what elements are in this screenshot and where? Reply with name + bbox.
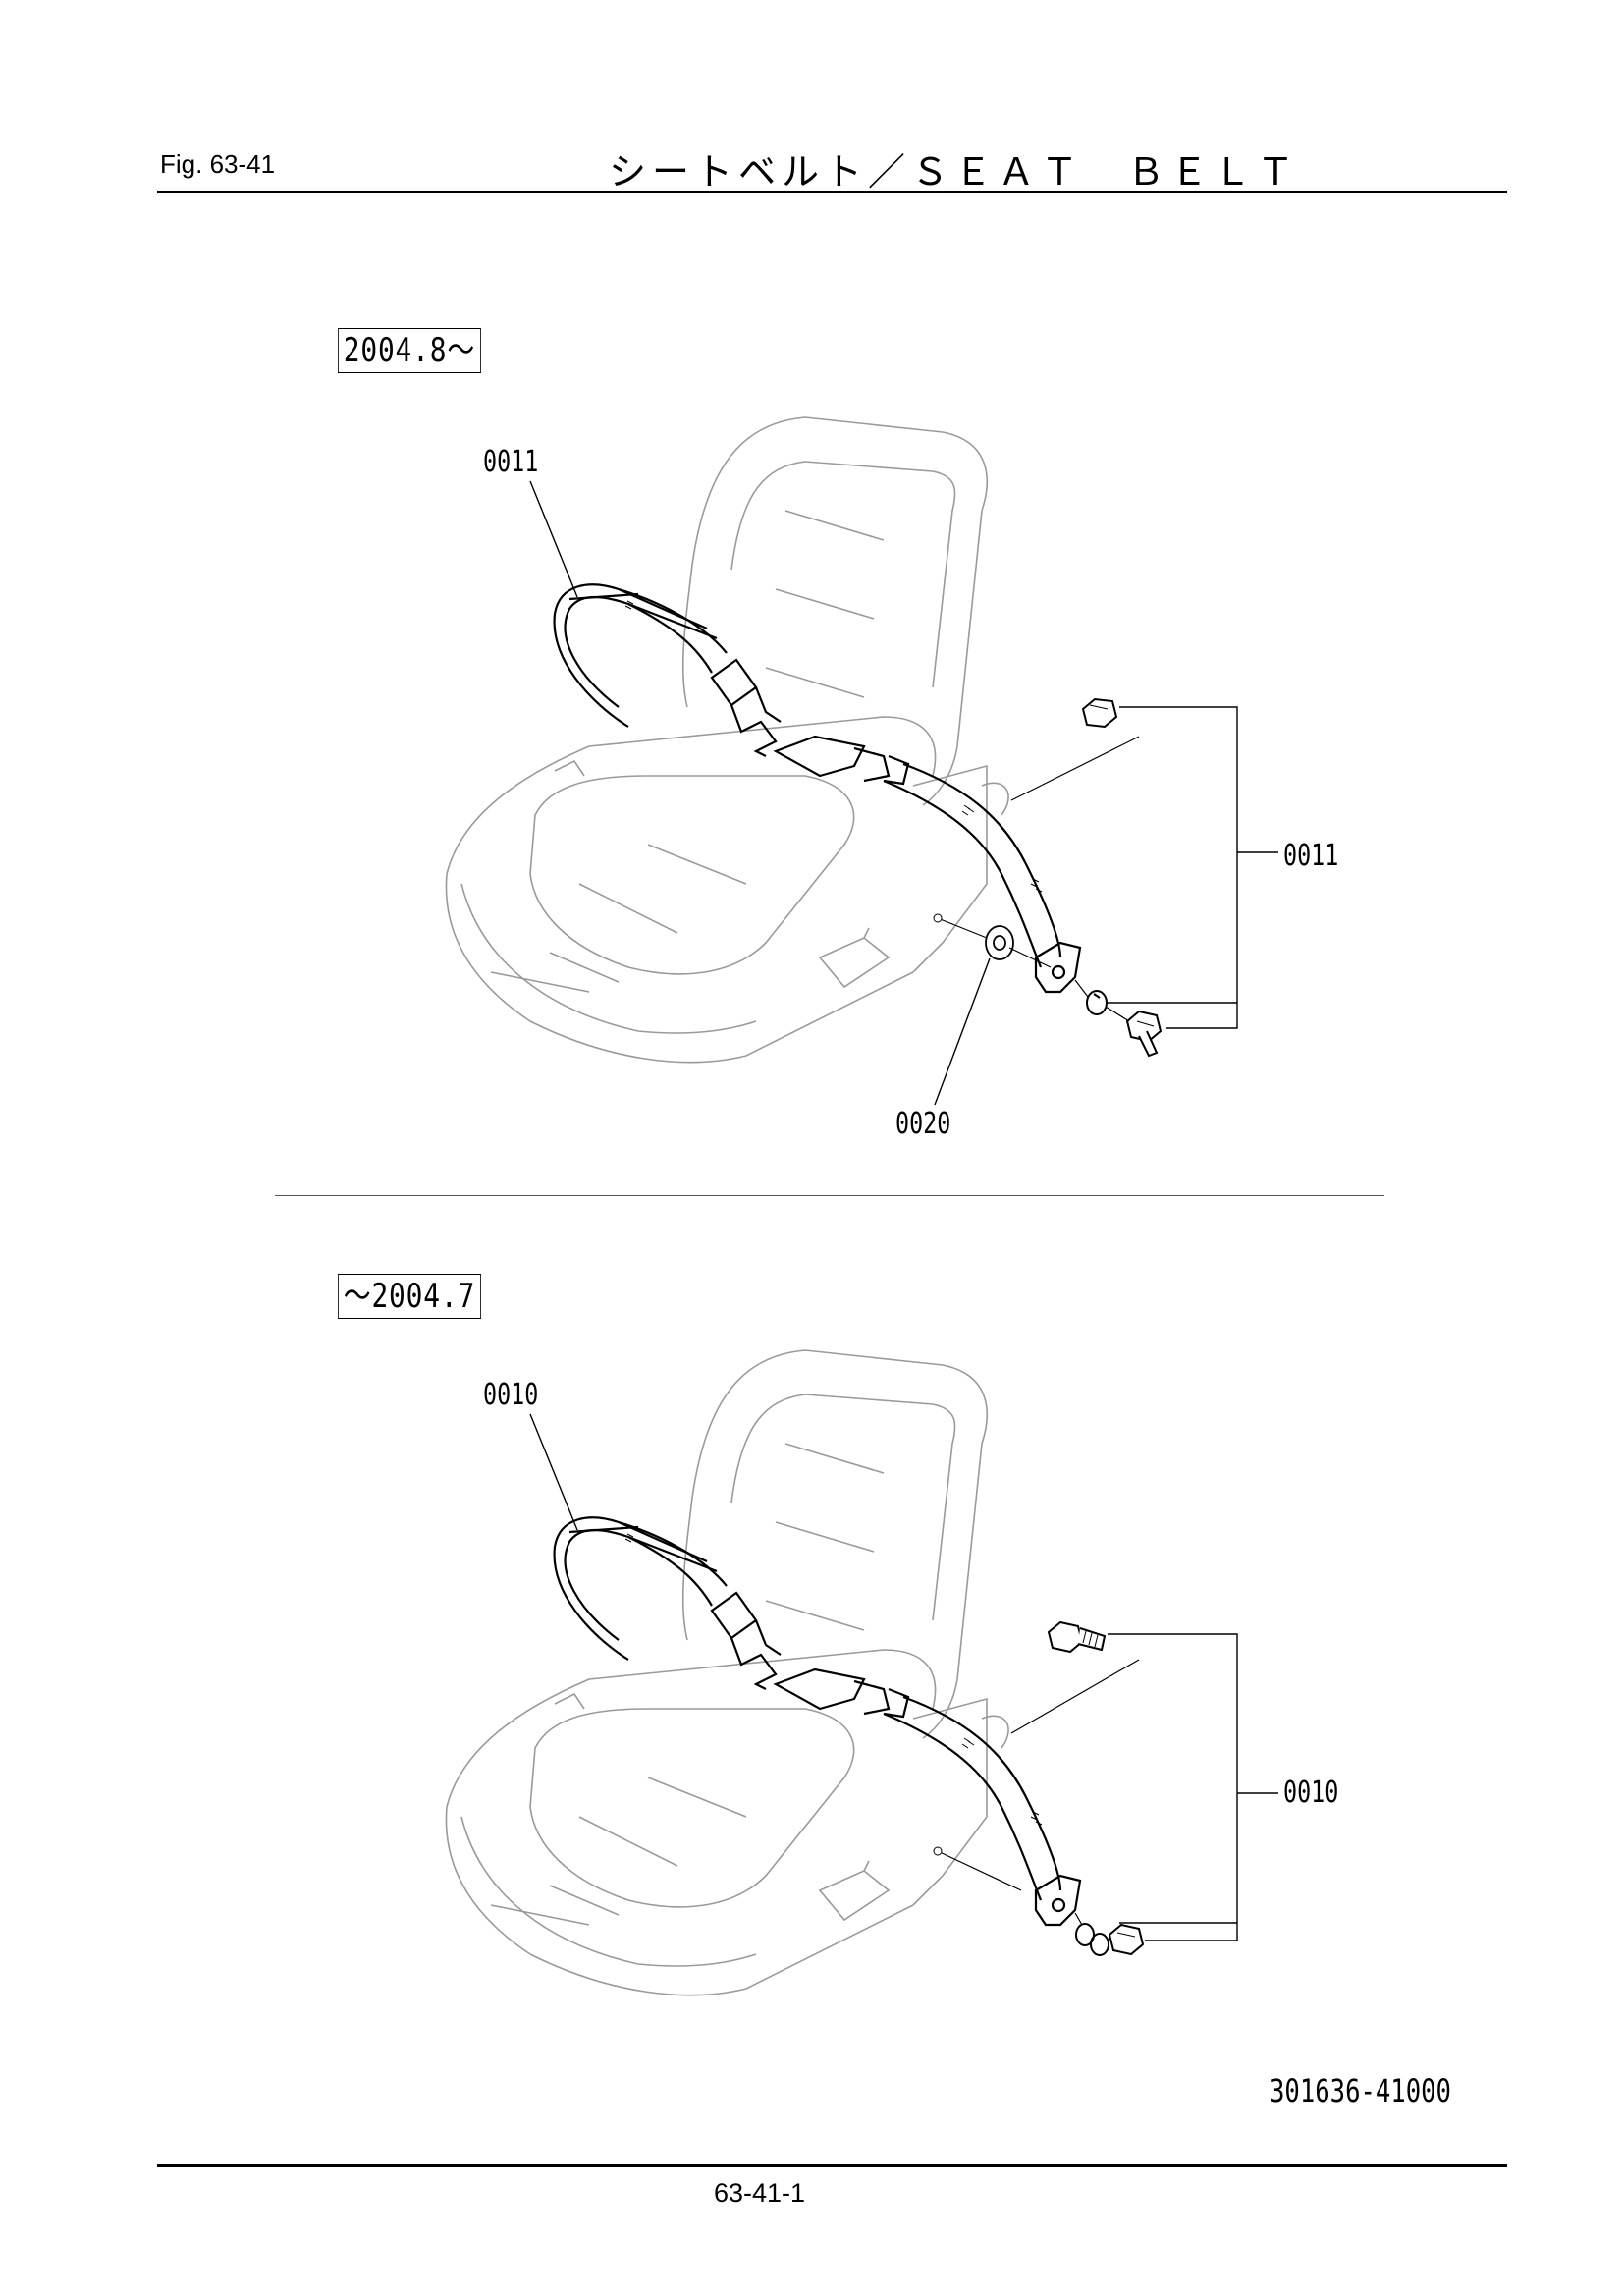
part-number-callout: 0011 bbox=[1283, 839, 1339, 873]
bolt-icon bbox=[1125, 1010, 1163, 1058]
mounting-nut-icon bbox=[1108, 1923, 1145, 1956]
leader-line bbox=[934, 957, 991, 1106]
assembly-axis-line bbox=[937, 1659, 1140, 1926]
bolt-icon bbox=[1047, 1620, 1107, 1654]
callout-bracket bbox=[1108, 1633, 1278, 1941]
drawing-code: 301636-41000 bbox=[1270, 2072, 1451, 2109]
date-range-label-old: ～2004.7 bbox=[338, 1274, 481, 1319]
figure-label: Fig. 63-41 bbox=[160, 149, 276, 179]
lock-washer-icon bbox=[1075, 1923, 1109, 1956]
part-number-callout: 0020 bbox=[895, 1107, 951, 1141]
callout-bracket bbox=[1107, 706, 1278, 1029]
page-number: 63-41-1 bbox=[714, 2178, 806, 2208]
page-title: シートベルト／ＳＥＡＴ ＢＥＬＴ bbox=[609, 150, 1301, 193]
leader-line bbox=[529, 1413, 578, 1531]
lock-washer-icon bbox=[1086, 990, 1108, 1015]
footer-rule bbox=[157, 2164, 1507, 2167]
seat-outline bbox=[445, 416, 1009, 1064]
part-number-callout: 0010 bbox=[483, 1378, 539, 1412]
leader-line bbox=[529, 480, 578, 598]
header-rule bbox=[157, 191, 1507, 193]
flat-washer-icon bbox=[985, 925, 1014, 960]
assembly-axis-line bbox=[937, 736, 1140, 1022]
seat-belt-assembly bbox=[553, 1516, 1082, 1927]
part-number-callout: 0010 bbox=[1283, 1776, 1339, 1810]
part-number-callout: 0011 bbox=[483, 445, 539, 479]
seat-outline bbox=[445, 1349, 1009, 1996]
mounting-nut-icon bbox=[1081, 697, 1118, 729]
date-range-label-new: 2004.8～ bbox=[338, 328, 481, 373]
section-divider bbox=[275, 1195, 1384, 1196]
